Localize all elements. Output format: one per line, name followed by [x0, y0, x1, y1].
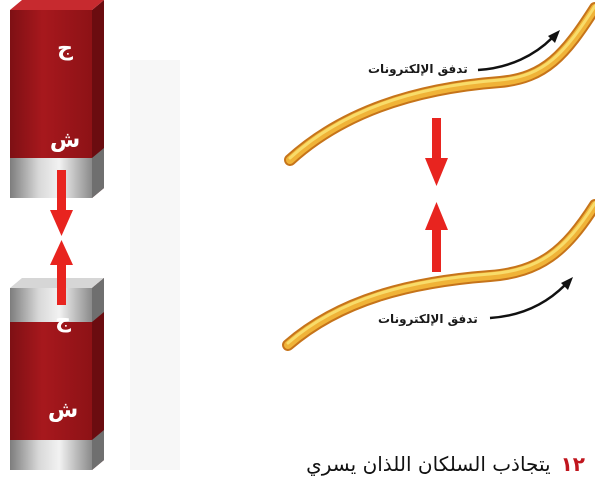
figure-caption: ١٢ يتجاذب السلكان اللذان يسري	[250, 452, 585, 480]
top-magnet-top-face	[10, 0, 104, 10]
top-electron-flow-label: تدفق الإلكترونات	[368, 62, 468, 76]
top-magnet	[10, 0, 104, 198]
top-magnet-side	[92, 0, 104, 198]
bottom-magnet-side	[92, 278, 104, 470]
bottom-magnet-red-body	[10, 322, 92, 440]
bottom-magnet-base-side	[92, 430, 104, 470]
wire-arrow-up	[425, 202, 448, 272]
bottom-magnet-metal-end	[10, 288, 92, 322]
bottom-flow-arrow	[489, 284, 566, 320]
magnet-arrow-up	[50, 240, 73, 305]
top-flow-arrowhead	[548, 30, 560, 43]
top-magnet-north-label: ج	[57, 36, 73, 61]
top-magnet-metal-side	[92, 148, 104, 198]
top-magnet-red-body	[10, 10, 92, 158]
bottom-magnet-metal-base	[10, 440, 92, 470]
bottom-magnet-north-label: ج	[55, 308, 71, 333]
bottom-magnet	[10, 278, 104, 470]
magnet-arrow-down	[50, 170, 73, 236]
bottom-magnet-metal-side	[92, 278, 104, 322]
bottom-wire	[282, 199, 595, 351]
wire-arrow-down	[425, 118, 448, 186]
top-magnet-metal-end	[10, 158, 92, 198]
bottom-electron-flow-label: تدفق الإلكترونات	[378, 312, 478, 326]
bottom-magnet-south-label: ش	[47, 398, 79, 423]
caption-text: يتجاذب السلكان اللذان يسري	[306, 452, 551, 476]
top-flow-arrow	[477, 37, 553, 72]
figure-number: ١٢	[560, 452, 585, 476]
top-magnet-south-label: ش	[49, 128, 81, 153]
bottom-flow-arrowhead	[561, 277, 573, 290]
background-panel	[130, 60, 180, 470]
top-wire	[284, 2, 595, 166]
